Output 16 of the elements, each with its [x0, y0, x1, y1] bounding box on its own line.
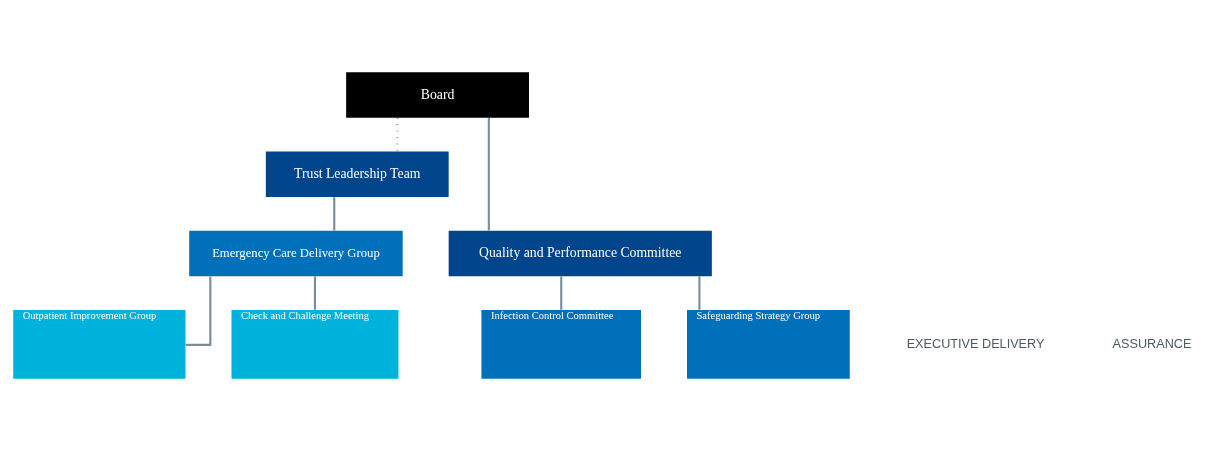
label: EXECUTIVE DELIVERY: [906, 336, 1044, 351]
node-box: Check and Challenge Meeting: [231, 309, 398, 379]
node-box: Emergency Care Delivery Group: [188, 230, 403, 276]
connector: [559, 275, 562, 310]
node-box: Infection Control Committee: [480, 309, 641, 379]
node-box: Board: [345, 71, 529, 118]
label: ASSURANCE: [1112, 336, 1191, 351]
connector: [332, 196, 335, 231]
connector: [697, 275, 700, 310]
node-box: Quality and Performance Committee: [448, 230, 712, 276]
connector: [313, 275, 316, 310]
node-box: Outpatient Improvement Group: [12, 309, 185, 379]
connector: [185, 276, 211, 346]
connector: [487, 117, 490, 230]
node-box: Safeguarding Strategy Group: [686, 309, 850, 379]
node-box: Trust Leadership Team: [265, 151, 449, 197]
